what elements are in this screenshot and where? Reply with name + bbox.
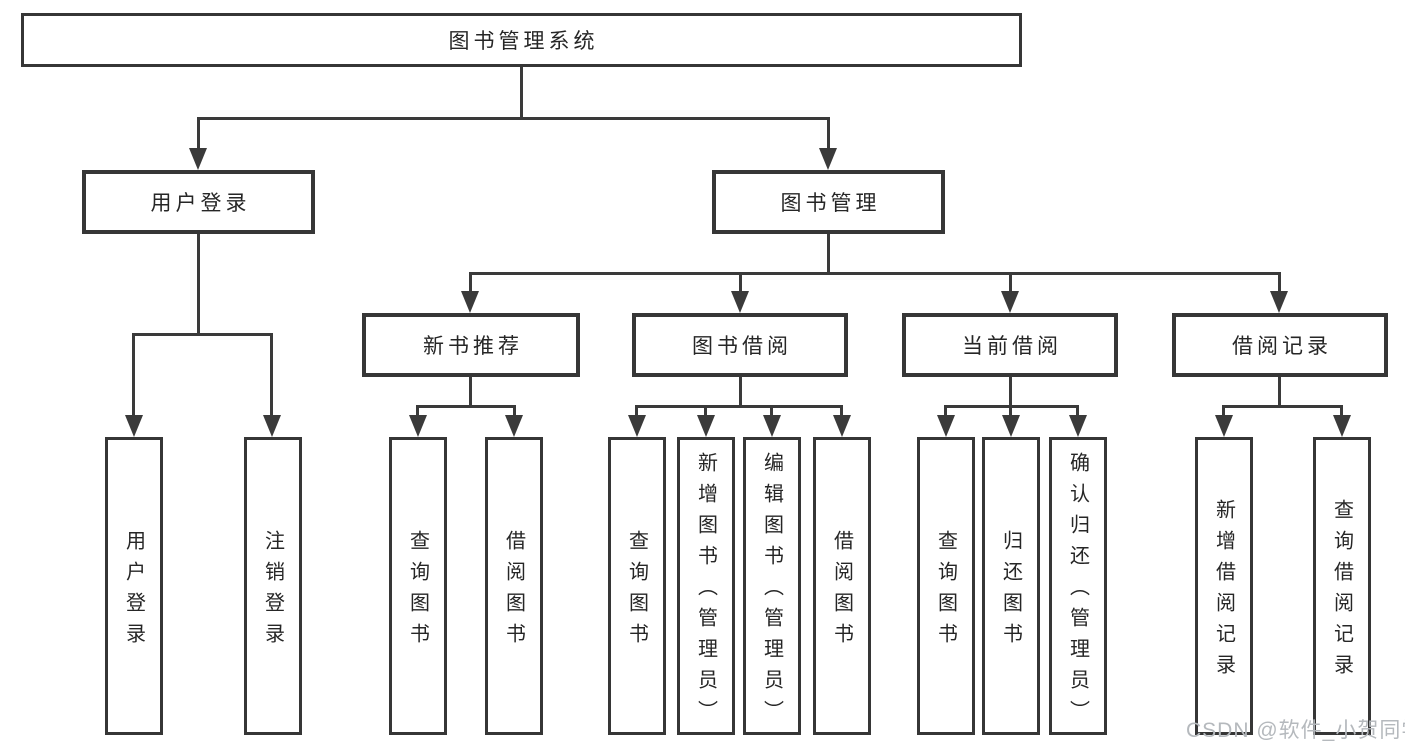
arrow-down-icon (125, 415, 143, 437)
connector-newbook-rail (416, 405, 516, 408)
connector-mgmt-rail (469, 272, 1281, 275)
connector-root-stub (520, 67, 523, 120)
node-query-borrow-record: 查询借阅记录 (1313, 437, 1371, 735)
connector-arrow-shaft-current-borrow (1009, 272, 1012, 296)
arrow-down-icon (1215, 415, 1233, 437)
arrow-down-icon (697, 415, 715, 437)
node-label: 注销登录 (261, 529, 284, 654)
connector-mgmt-stub (827, 234, 830, 275)
connector-arrow-shaft (770, 405, 773, 420)
connector-arrow-shaft-borrow-records (1278, 272, 1281, 296)
connector-arrow-shaft (416, 405, 419, 420)
connector-currentborrow-stub (1009, 377, 1012, 408)
watermark: CSDN @软件_小贺同学 (1186, 719, 1405, 742)
arrow-down-icon (1270, 291, 1288, 313)
connector-newbook-stub (469, 377, 472, 408)
arrow-down-icon (1333, 415, 1351, 437)
node-label: 查询借阅记录 (1330, 498, 1353, 685)
arrow-down-icon (1002, 415, 1020, 437)
connector-login-stub (197, 234, 200, 335)
connector-arrow-shaft-user-login-leaf (132, 333, 135, 420)
connector-arrow-shaft (944, 405, 947, 420)
node-label: 查询图书 (934, 529, 957, 654)
node-borrow-books-recommend: 借阅图书 (485, 437, 543, 735)
node-label: 查询图书 (406, 529, 429, 654)
node-confirm-return-admin: 确认归还（管理员） (1049, 437, 1107, 735)
node-label: 借阅记录 (1232, 335, 1332, 358)
node-label: 借阅图书 (502, 529, 525, 654)
node-add-borrow-record: 新增借阅记录 (1195, 437, 1253, 735)
node-new-book-recommend: 新书推荐 (362, 313, 580, 377)
node-book-management: 图书管理 (712, 170, 945, 234)
connector-borrowrecords-stub (1278, 377, 1281, 408)
connector-bookborrow-rail (635, 405, 843, 408)
connector-arrow-shaft (513, 405, 516, 420)
node-label: 图书管理 (780, 192, 881, 215)
arrow-down-icon (937, 415, 955, 437)
node-current-borrow: 当前借阅 (902, 313, 1118, 377)
arrow-down-icon (1069, 415, 1087, 437)
connector-root-rail (197, 117, 830, 120)
node-book-borrow: 图书借阅 (632, 313, 848, 377)
connector-arrow-shaft (635, 405, 638, 420)
node-query-books-recommend: 查询图书 (389, 437, 447, 735)
connector-arrow-shaft-new-book (469, 272, 472, 296)
node-label: 新增图书（管理员） (694, 452, 717, 731)
arrow-down-icon (833, 415, 851, 437)
node-label: 新增借阅记录 (1212, 498, 1235, 685)
connector-arrow-shaft (1076, 405, 1079, 420)
connector-login-rail (132, 333, 273, 336)
connector-bookborrow-stub (739, 377, 742, 408)
node-label: 确认归还（管理员） (1066, 452, 1089, 731)
node-label: 借阅图书 (830, 529, 853, 654)
connector-arrow-shaft (1222, 405, 1225, 420)
node-label: 图书借阅 (692, 335, 792, 358)
node-user-login-leaf: 用户登录 (105, 437, 163, 735)
connector-arrow-shaft (1340, 405, 1343, 420)
node-user-login: 用户登录 (82, 170, 315, 234)
node-logout-leaf: 注销登录 (244, 437, 302, 735)
arrow-down-icon (628, 415, 646, 437)
node-add-books-admin: 新增图书（管理员） (677, 437, 735, 735)
connector-arrow-shaft (840, 405, 843, 420)
arrow-down-icon (505, 415, 523, 437)
arrow-down-icon (409, 415, 427, 437)
connector-arrow-shaft-user-login (197, 117, 200, 153)
arrow-down-icon (461, 291, 479, 313)
node-edit-books-admin: 编辑图书（管理员） (743, 437, 801, 735)
connector-arrow-shaft-book-borrow (739, 272, 742, 296)
arrow-down-icon (263, 415, 281, 437)
arrow-down-icon (819, 148, 837, 170)
connector-arrow-shaft-logout-leaf (270, 333, 273, 420)
node-query-books-borrow: 查询图书 (608, 437, 666, 735)
node-label: 新书推荐 (423, 335, 523, 358)
connector-arrow-shaft (704, 405, 707, 420)
node-label: 查询图书 (625, 529, 648, 654)
node-borrow-records: 借阅记录 (1172, 313, 1388, 377)
node-label: 编辑图书（管理员） (760, 452, 783, 731)
arrow-down-icon (763, 415, 781, 437)
arrow-down-icon (189, 148, 207, 170)
node-borrow-books: 借阅图书 (813, 437, 871, 735)
node-label: 用户登录 (122, 529, 145, 654)
node-label: 用户登录 (150, 192, 251, 215)
node-label: 归还图书 (999, 529, 1022, 654)
node-label: 当前借阅 (962, 335, 1062, 358)
node-query-books-current: 查询图书 (917, 437, 975, 735)
connector-arrow-shaft-book-management (827, 117, 830, 153)
arrow-down-icon (1001, 291, 1019, 313)
node-return-books: 归还图书 (982, 437, 1040, 735)
arrow-down-icon (731, 291, 749, 313)
node-label: 图书管理系统 (448, 30, 599, 53)
connector-arrow-shaft (1009, 405, 1012, 420)
connector-borrowrecords-rail (1222, 405, 1342, 408)
node-library-management-system: 图书管理系统 (21, 13, 1022, 67)
